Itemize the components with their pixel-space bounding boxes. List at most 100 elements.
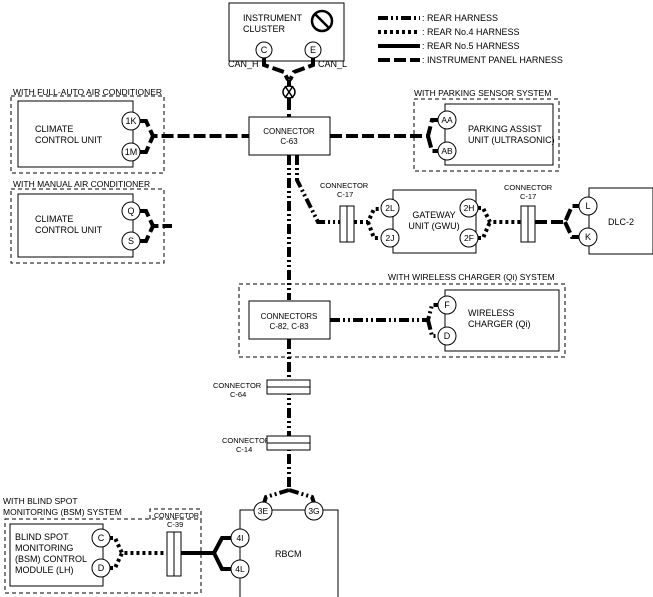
rbcm-pin-4l-label: 4L: [235, 564, 245, 574]
climate-manual-wire: [140, 209, 172, 243]
parking-wire: [330, 118, 438, 153]
instrument-cluster: INSTRUMENT CLUSTER C E CAN_H CAN_L: [228, 2, 347, 69]
c39-label-1: CONNECTOR: [154, 513, 199, 520]
rbcm-pin-3e-label: 3E: [258, 506, 269, 516]
bsm-pin-d-label: D: [98, 563, 105, 573]
c64-label-2: C-64: [230, 390, 246, 399]
instrument-cluster-label-1: INSTRUMENT: [243, 13, 302, 23]
c14-label-1: CONNECTOR: [222, 436, 271, 445]
bsm-group-label-2: MONITORING (BSM) SYSTEM: [3, 507, 122, 517]
climate-pin-s-label: S: [128, 236, 134, 246]
climate-pin-1m-label: 1M: [125, 147, 138, 157]
dlc2-pin-k-label: K: [585, 232, 591, 242]
rbcm-split-wire: [262, 488, 316, 504]
parking-assist-label-1: PARKING ASSIST: [468, 124, 542, 134]
dlc2-label: DLC-2: [608, 217, 634, 227]
twisted-pair-icon: [282, 85, 296, 99]
connectors-c82-label-1: CONNECTORS: [261, 312, 318, 321]
gateway-left-wire: [354, 207, 381, 240]
connectors-c82-c83: [248, 300, 331, 340]
legend-rear5-harness: : REAR No.5 HARNESS: [422, 41, 520, 51]
bsm-module-label-1: BLIND SPOT: [15, 532, 69, 542]
gateway-pin-2j: [380, 228, 400, 248]
wireless-wire: [330, 303, 438, 338]
gateway-pin-2f-label: 2F: [464, 233, 474, 243]
bsm-group-label-1: WITH BLIND SPOT: [3, 496, 78, 506]
no-entry-icon: [310, 9, 334, 33]
connector-c63: [248, 116, 331, 156]
bsm-rbcm-wire: [181, 536, 231, 571]
parking-group: [413, 98, 560, 172]
climate-full-label-2: CONTROL UNIT: [35, 135, 103, 145]
bsm-module-label-2: MONITORING: [15, 543, 73, 553]
can-l-label: CAN_L: [318, 59, 347, 69]
connector-c63-label-2: C-63: [280, 137, 298, 146]
can-h-label: CAN_H: [228, 59, 259, 69]
gateway-pin-2h-label: 2H: [464, 203, 475, 213]
bsm-module-label-4: MODULE (LH): [15, 565, 74, 575]
bsm-group: [4, 518, 202, 594]
rbcm-pin-3g-label: 3G: [308, 506, 319, 516]
dlc-wire: [535, 204, 580, 239]
full-auto-group-label: WITH FULL-AUTO AIR CONDITIONER: [13, 87, 162, 97]
climate-pin-q-label: Q: [127, 206, 134, 216]
legend: : REAR HARNESS : REAR No.4 HARNESS : REA…: [378, 13, 563, 65]
connectors-c82-label-2: C-82, C-83: [269, 322, 309, 331]
can-l-wire: [288, 58, 315, 81]
c17-left-label-1: CONNECTOR: [320, 181, 369, 190]
bsm-module-box: [9, 523, 104, 587]
c17-left-label-2: C-17: [337, 190, 353, 199]
wireless-charger-label-1: WIRELESS: [468, 308, 515, 318]
climate-pin-1k-label: 1K: [125, 116, 136, 126]
gateway-branch-wire: [295, 155, 340, 224]
c17-right-label-1: CONNECTOR: [504, 183, 553, 192]
bsm-module-wire: [110, 536, 167, 570]
bsm-pin-c-label: C: [98, 533, 105, 543]
c14-label-2: C-14: [236, 445, 252, 454]
gateway-pin-2l: [380, 198, 400, 218]
legend-ip-harness: : INSTRUMENT PANEL HARNESS: [422, 55, 563, 65]
legend-rear-harness: : REAR HARNESS: [422, 13, 498, 23]
climate-full-box: [17, 100, 134, 168]
bsm-module-label-3: (BSM) CONTROL: [15, 554, 87, 564]
rbcm-label: RBCM: [275, 549, 302, 559]
rbcm-box: [239, 509, 339, 597]
dlc2-box: [588, 187, 653, 255]
parking-assist-box: [444, 103, 554, 166]
instrument-cluster-label-2: CLUSTER: [243, 24, 286, 34]
gateway-right-wire: [478, 206, 521, 240]
gateway-label-1: GATEWAY: [412, 210, 455, 220]
wireless-pin-f-label: F: [444, 300, 450, 310]
gateway-label-2: UNIT (GWU): [408, 221, 459, 231]
gateway-pin-2l-label: 2L: [385, 203, 395, 213]
climate-full-label-1: CLIMATE: [35, 124, 73, 134]
climate-manual-label-2: CONTROL UNIT: [35, 225, 103, 235]
cluster-pin-c-label: C: [261, 45, 268, 55]
rbcm-pin-3g: [304, 501, 324, 521]
manual-group-label: WITH MANUAL AIR CONDITIONER: [13, 179, 150, 189]
dlc2-pin-l-label: L: [585, 201, 590, 211]
wireless-group-label: WITH WIRELESS CHARGER (Qi) SYSTEM: [388, 272, 555, 282]
climate-manual-box: [17, 193, 134, 258]
gateway-pin-2j-label: 2J: [386, 233, 395, 243]
parking-group-label: WITH PARKING SENSOR SYSTEM: [414, 88, 551, 98]
dlc2-pin-l: [578, 196, 598, 216]
rbcm-pin-4i-label: 4I: [236, 533, 243, 543]
c17-right-label-2: C-17: [520, 192, 536, 201]
cluster-pin-e-label: E: [310, 45, 316, 55]
wireless-group: [238, 283, 566, 358]
connector-c63-label-1: CONNECTOR: [263, 127, 315, 136]
climate-full-wire: [140, 119, 249, 154]
parking-pin-ab-label: AB: [441, 146, 453, 156]
wireless-charger-box: [444, 289, 560, 352]
parking-pin-aa-label: AA: [441, 115, 453, 125]
rbcm-pin-3e: [253, 501, 273, 521]
wireless-pin-d-label: D: [444, 331, 451, 341]
legend-rear4-harness: : REAR No.4 HARNESS: [422, 27, 520, 37]
wireless-pin-d: [437, 326, 457, 346]
c64-label-1: CONNECTOR: [213, 381, 262, 390]
c39-label-2: C-39: [167, 520, 183, 529]
dlc2-pin-k: [578, 227, 598, 247]
parking-assist-label-2: UNIT (ULTRASONIC): [468, 135, 555, 145]
